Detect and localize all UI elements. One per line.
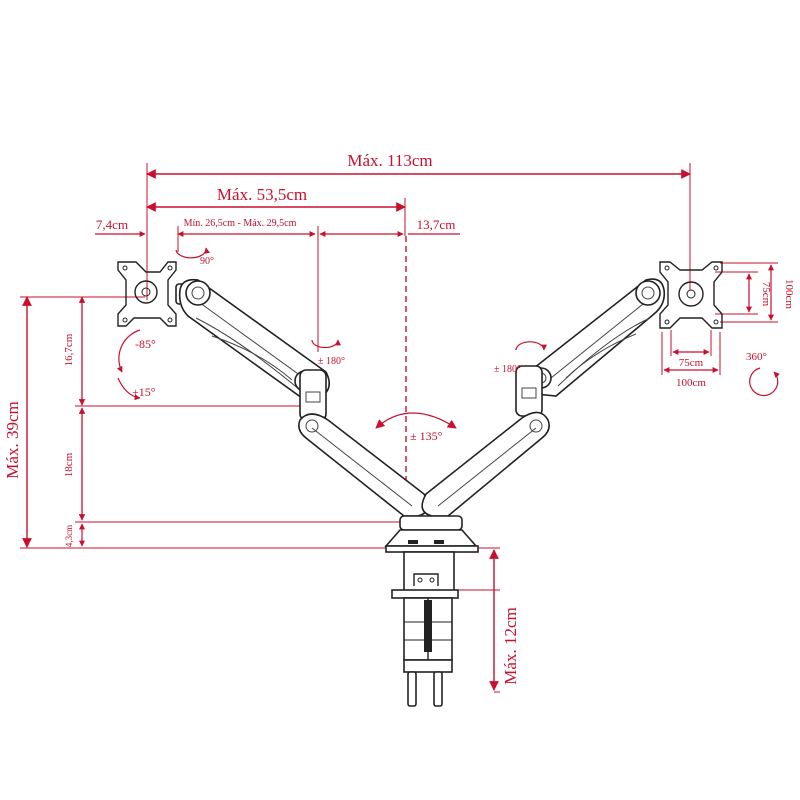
label-elbow-left: ± 180° (318, 356, 345, 367)
label-swivel-vesa: 90° (200, 256, 214, 267)
label-rotation-full: 360° (746, 351, 767, 363)
label-vesa-small-h: 75cm (760, 282, 772, 307)
dimension-lines (20, 163, 778, 693)
label-left-offset: 7,4cm (96, 217, 128, 232)
label-max-total-reach: Máx. 113cm (347, 151, 432, 170)
label-tilt-down: -85° (135, 337, 156, 351)
right-vesa-plate (659, 261, 723, 329)
labels: Máx. 113cm Máx. 53,5cm 7,4cm Mín. 26,5cm… (3, 151, 795, 685)
label-upper-arm-range: Mín. 26,5cm - Máx. 29,5cm (184, 218, 297, 229)
base-and-clamp (384, 515, 479, 707)
label-lower-height: 18cm (63, 452, 75, 477)
label-base-height: 4,3cm (64, 525, 74, 547)
right-lower-arm (421, 411, 550, 517)
label-max-arm-reach: Máx. 53,5cm (217, 185, 307, 204)
label-tilt-up: +15° (132, 385, 156, 399)
rotation-arrows (116, 247, 780, 429)
label-elbow-right: ± 180° (494, 364, 521, 375)
label-vesa-small-w: 75cm (679, 357, 704, 369)
label-base-rotation: ± 135° (410, 429, 443, 443)
left-lower-arm (298, 413, 429, 517)
label-upper-height: 16,7cm (63, 333, 75, 366)
label-vesa-large-h: 100cm (783, 279, 795, 309)
label-clamp-max: Máx. 12cm (501, 607, 520, 684)
right-upper-arm (515, 278, 666, 417)
left-upper-arm (178, 278, 330, 421)
label-vesa-large-w: 100cm (676, 377, 706, 389)
label-max-height: Máx. 39cm (3, 401, 22, 478)
label-right-offset: 13,7cm (417, 217, 456, 232)
